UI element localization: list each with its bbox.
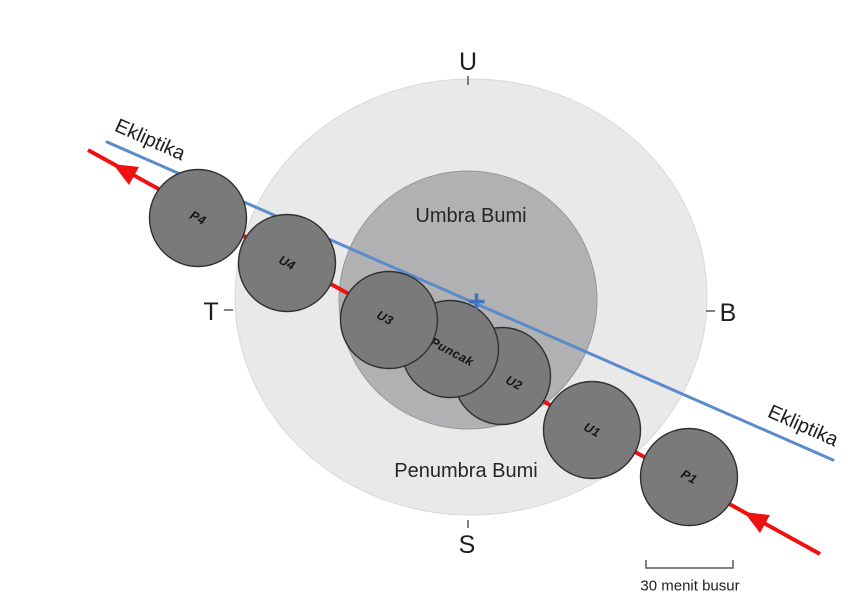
cardinal-label-bottom: S [459, 531, 476, 559]
ecliptic-label-left: Ekliptika [112, 115, 190, 166]
moon-P1: P1 [639, 427, 739, 527]
moon-P1-disc [639, 427, 739, 527]
umbra-center-cross [469, 293, 485, 310]
cardinal-label-top: U [459, 48, 477, 76]
moon-U1: U1 [542, 380, 642, 480]
moon-U3: U3 [339, 270, 439, 370]
moon-U3-label: U3 [374, 308, 395, 328]
moon-P1-label: P1 [679, 467, 700, 487]
moon-U4-label: U4 [276, 253, 297, 273]
penumbra-label: Penumbra Bumi [394, 460, 537, 482]
moon-P4: P4 [148, 168, 248, 268]
moon-U1-label: U1 [581, 420, 602, 440]
moon-U3-disc [339, 270, 439, 370]
moon-U4: U4 [237, 213, 337, 313]
umbra-label: Umbra Bumi [415, 205, 526, 227]
moon-U1-disc [542, 380, 642, 480]
path-arrowhead-left [113, 164, 139, 185]
path-arrowhead-right [744, 512, 770, 533]
moon-P4-disc [148, 168, 248, 268]
scale-bar-label: 30 menit busur [640, 577, 739, 594]
cardinal-label-right: B [720, 299, 737, 327]
moon-U2-label: U2 [503, 373, 524, 393]
scale-bar [645, 560, 734, 569]
moon-U4-disc [237, 213, 337, 313]
moon-P4-label: P4 [188, 208, 209, 228]
ecliptic-label-right: Ekliptika [765, 401, 843, 452]
cardinal-label-left: T [203, 298, 218, 326]
